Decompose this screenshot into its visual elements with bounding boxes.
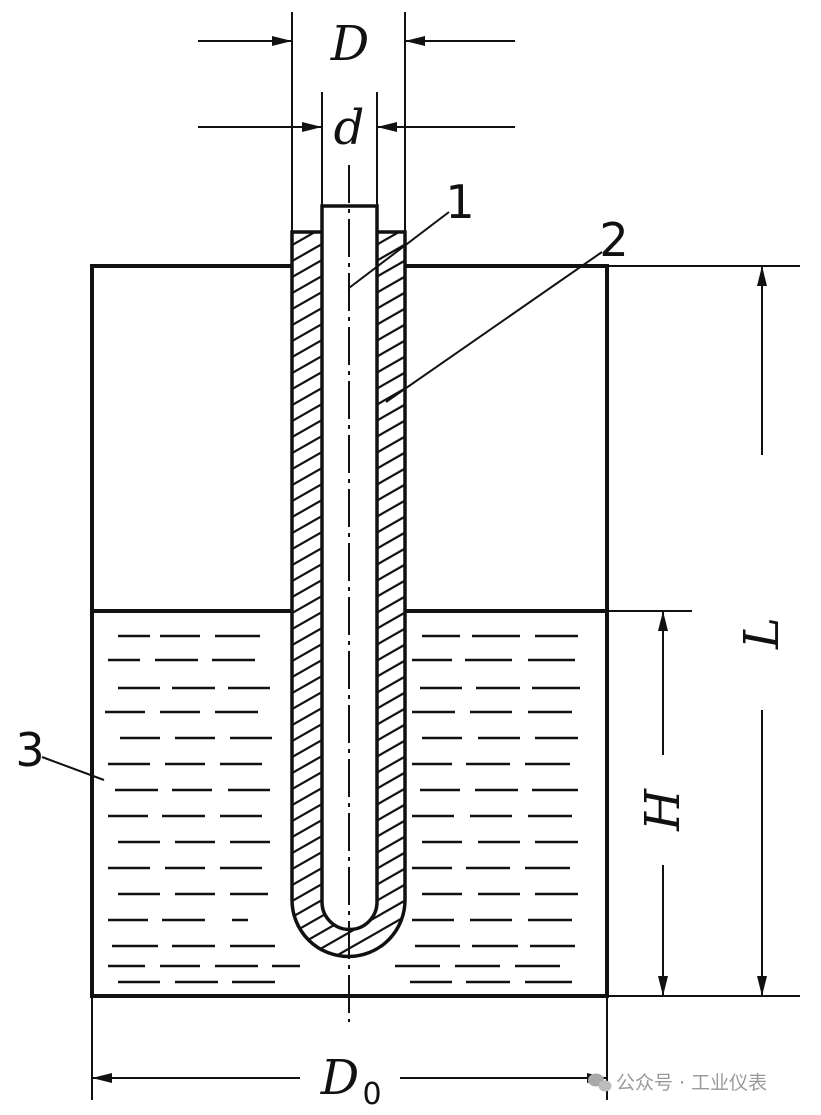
label-D: D bbox=[330, 16, 369, 72]
leader-lines bbox=[41, 211, 603, 781]
extension-lines bbox=[91, 12, 800, 1100]
label-part-2: 2 bbox=[599, 213, 628, 267]
watermark: 公众号 · 工业仪表 bbox=[588, 1072, 767, 1094]
leader-3 bbox=[41, 756, 105, 781]
label-part-1: 1 bbox=[445, 175, 474, 229]
wechat-icon bbox=[588, 1073, 612, 1092]
label-H: H bbox=[635, 788, 691, 832]
label-d: d bbox=[334, 100, 365, 156]
label-D0: D 0 bbox=[320, 1050, 382, 1112]
leader-2 bbox=[385, 251, 603, 403]
dimension-arrows bbox=[92, 36, 767, 1083]
label-L: L bbox=[734, 617, 790, 650]
label-D0-main: D bbox=[320, 1050, 359, 1106]
label-D0-subscript: 0 bbox=[362, 1077, 381, 1112]
leader-1 bbox=[348, 211, 450, 289]
label-part-3: 3 bbox=[15, 723, 44, 777]
liquid-fill bbox=[105, 634, 580, 984]
watermark-text: 公众号 · 工业仪表 bbox=[616, 1072, 767, 1094]
